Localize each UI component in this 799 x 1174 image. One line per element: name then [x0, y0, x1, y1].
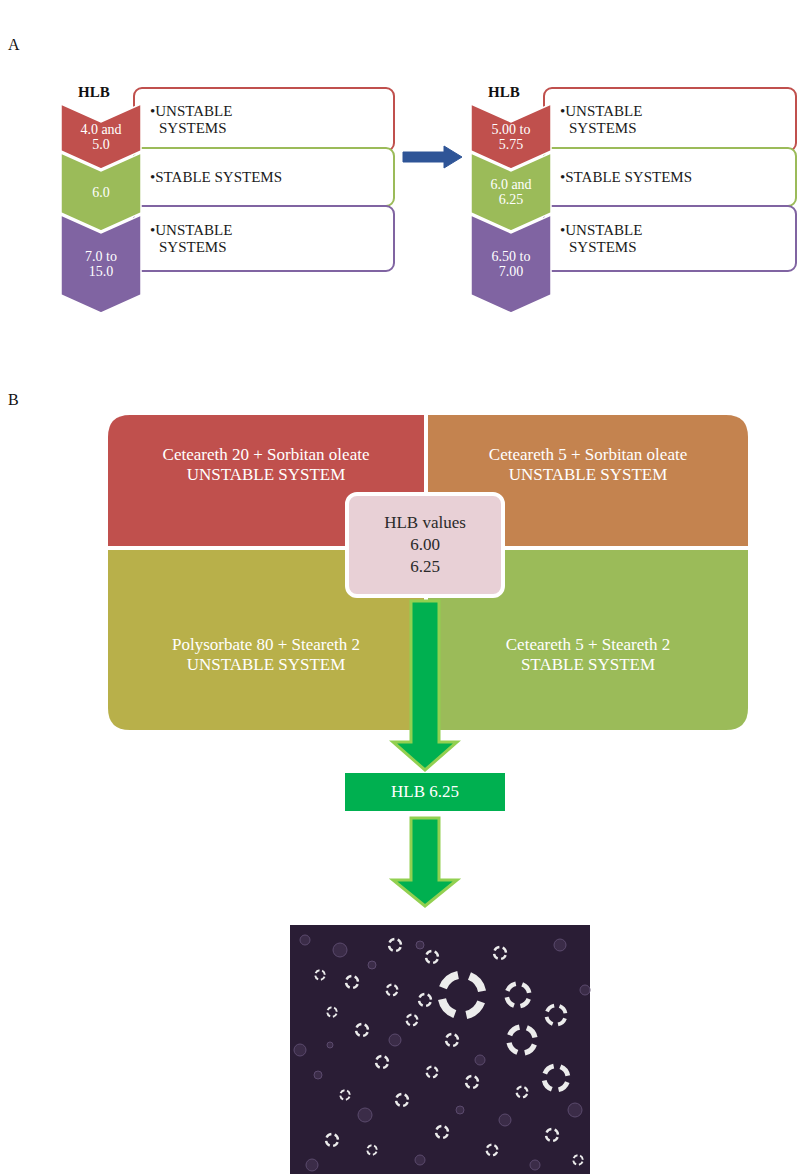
- block-arrow: [393, 818, 457, 906]
- node-text: UNSTABLE SYSTEM: [187, 655, 346, 675]
- result-box: •STABLE SYSTEMS: [133, 147, 395, 207]
- node-text: •UNSTABLE SYSTEMS: [560, 222, 679, 256]
- chevron-outline: [61, 153, 141, 231]
- column-header: HLB: [488, 84, 520, 101]
- micrograph: [290, 925, 590, 1174]
- result-box: •UNSTABLE SYSTEMS: [543, 87, 797, 152]
- node-text: HLB values: [384, 512, 466, 534]
- node-text: Ceteareth 20 + Sorbitan oleate: [163, 445, 370, 465]
- result-box: •UNSTABLE SYSTEMS: [133, 205, 395, 272]
- node-text: 6.50 to 7.00: [482, 249, 540, 279]
- node-text: 6.0: [72, 185, 130, 200]
- node-text: 5.00 to 5.75: [482, 122, 540, 152]
- node-text: 4.0 and 5.0: [72, 122, 130, 152]
- node-text: Ceteareth 5 + Steareth 2: [506, 635, 670, 655]
- column-header: HLB: [78, 84, 110, 101]
- node-text: •UNSTABLE SYSTEMS: [560, 103, 679, 137]
- node-text: Polysorbate 80 + Steareth 2: [172, 635, 360, 655]
- result-box: •STABLE SYSTEMS: [543, 147, 797, 207]
- block-arrow: [403, 146, 462, 168]
- chevron-outline: [61, 215, 141, 313]
- node-text: •UNSTABLE SYSTEMS: [150, 103, 269, 137]
- node-text: 7.0 to 15.0: [72, 249, 130, 279]
- panel-letter: A: [8, 36, 20, 54]
- node-text: •UNSTABLE SYSTEMS: [150, 222, 269, 256]
- node-text: •STABLE SYSTEMS: [150, 169, 359, 186]
- node-text: UNSTABLE SYSTEM: [509, 465, 668, 485]
- emulsifier-quadrant: Polysorbate 80 + Steareth 2UNSTABLE SYST…: [108, 550, 424, 730]
- node-text: 6.0 and 6.25: [482, 177, 540, 207]
- chevron-outline: [471, 153, 551, 231]
- hlb-chevron: 7.0 to 15.0: [60, 214, 142, 314]
- result-box: •UNSTABLE SYSTEMS: [133, 87, 395, 152]
- result-box: HLB 6.25: [345, 773, 505, 811]
- chevron-outline: [471, 215, 551, 313]
- emulsifier-quadrant: Ceteareth 5 + Steareth 2STABLE SYSTEM: [428, 550, 748, 730]
- node-text: STABLE SYSTEM: [521, 655, 655, 675]
- block-arrow: [393, 601, 457, 770]
- node-text: UNSTABLE SYSTEM: [187, 465, 346, 485]
- node-text: •STABLE SYSTEMS: [560, 169, 769, 186]
- node-text: 6.00: [410, 534, 440, 556]
- node-text: 6.25: [410, 556, 440, 578]
- result-box: •UNSTABLE SYSTEMS: [543, 205, 797, 272]
- node-text: HLB 6.25: [391, 782, 459, 802]
- panel-letter: B: [8, 391, 19, 409]
- node-text: Ceteareth 5 + Sorbitan oleate: [489, 445, 687, 465]
- hlb-values-box: HLB values6.006.25: [345, 492, 505, 598]
- hlb-chevron: 6.50 to 7.00: [470, 214, 552, 314]
